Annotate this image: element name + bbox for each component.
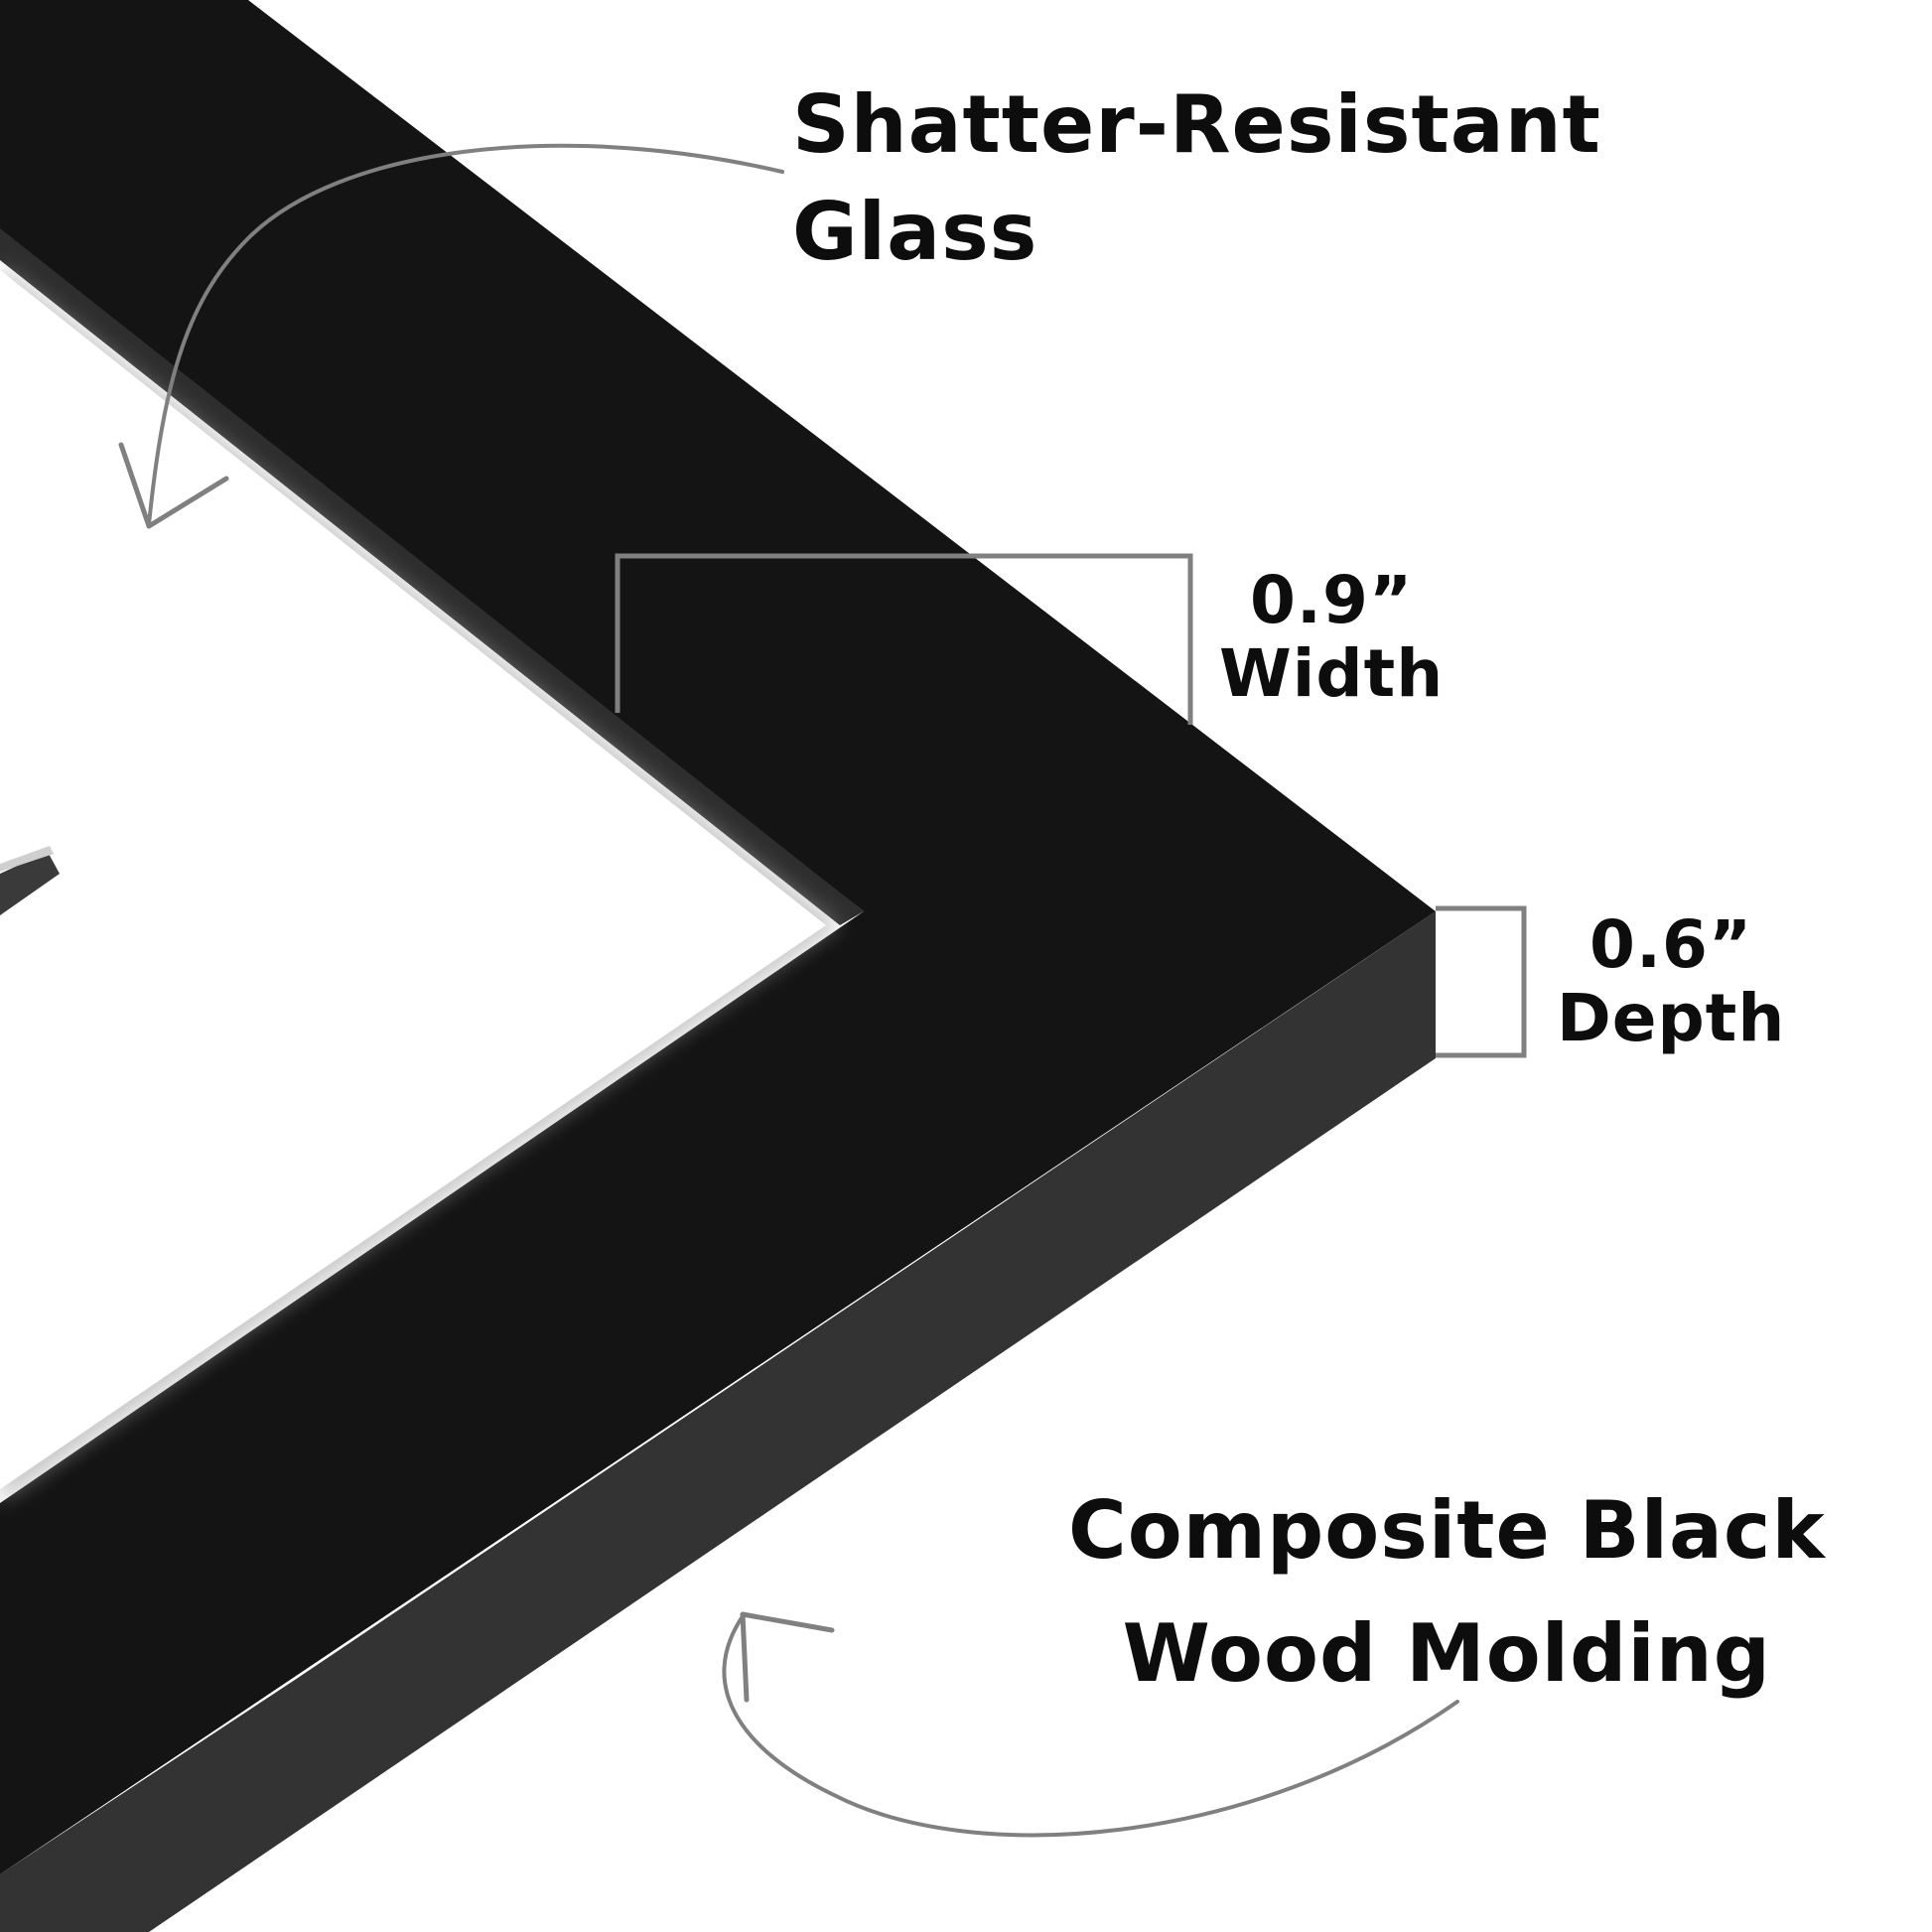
molding-label-line1: Composite Black	[1068, 1484, 1826, 1577]
mat	[0, 270, 826, 1489]
depth-bracket	[1436, 905, 1527, 1058]
width-label: 0.9” Width	[1219, 564, 1444, 711]
glass-callout-arrow	[147, 143, 784, 526]
depth-label: 0.6” Depth	[1557, 908, 1785, 1055]
glass-label-line1: Shatter-Resistant	[792, 78, 1601, 171]
glass-label: Shatter-Resistant Glass	[792, 71, 1601, 286]
glass-edge	[0, 228, 864, 925]
photo-edge	[0, 852, 60, 915]
photo-edge-highlight	[0, 846, 54, 872]
width-bracket	[615, 553, 1193, 725]
molding-callout-arrow	[722, 1614, 1459, 1838]
depth-caption: Depth	[1557, 980, 1786, 1056]
width-caption: Width	[1219, 635, 1445, 712]
molding-arrowhead-icon	[740, 1611, 835, 1703]
frame-front-face	[0, 0, 1436, 1874]
molding-label: Composite Black Wood Molding	[1068, 1469, 1826, 1716]
molding-label-line2: Wood Molding	[1122, 1607, 1771, 1700]
glass-label-line2: Glass	[792, 186, 1038, 278]
glass-arrowhead-icon	[118, 442, 229, 529]
depth-value: 0.6”	[1589, 906, 1753, 983]
width-value: 0.9”	[1249, 562, 1414, 638]
frame-side-face	[0, 911, 1436, 1932]
